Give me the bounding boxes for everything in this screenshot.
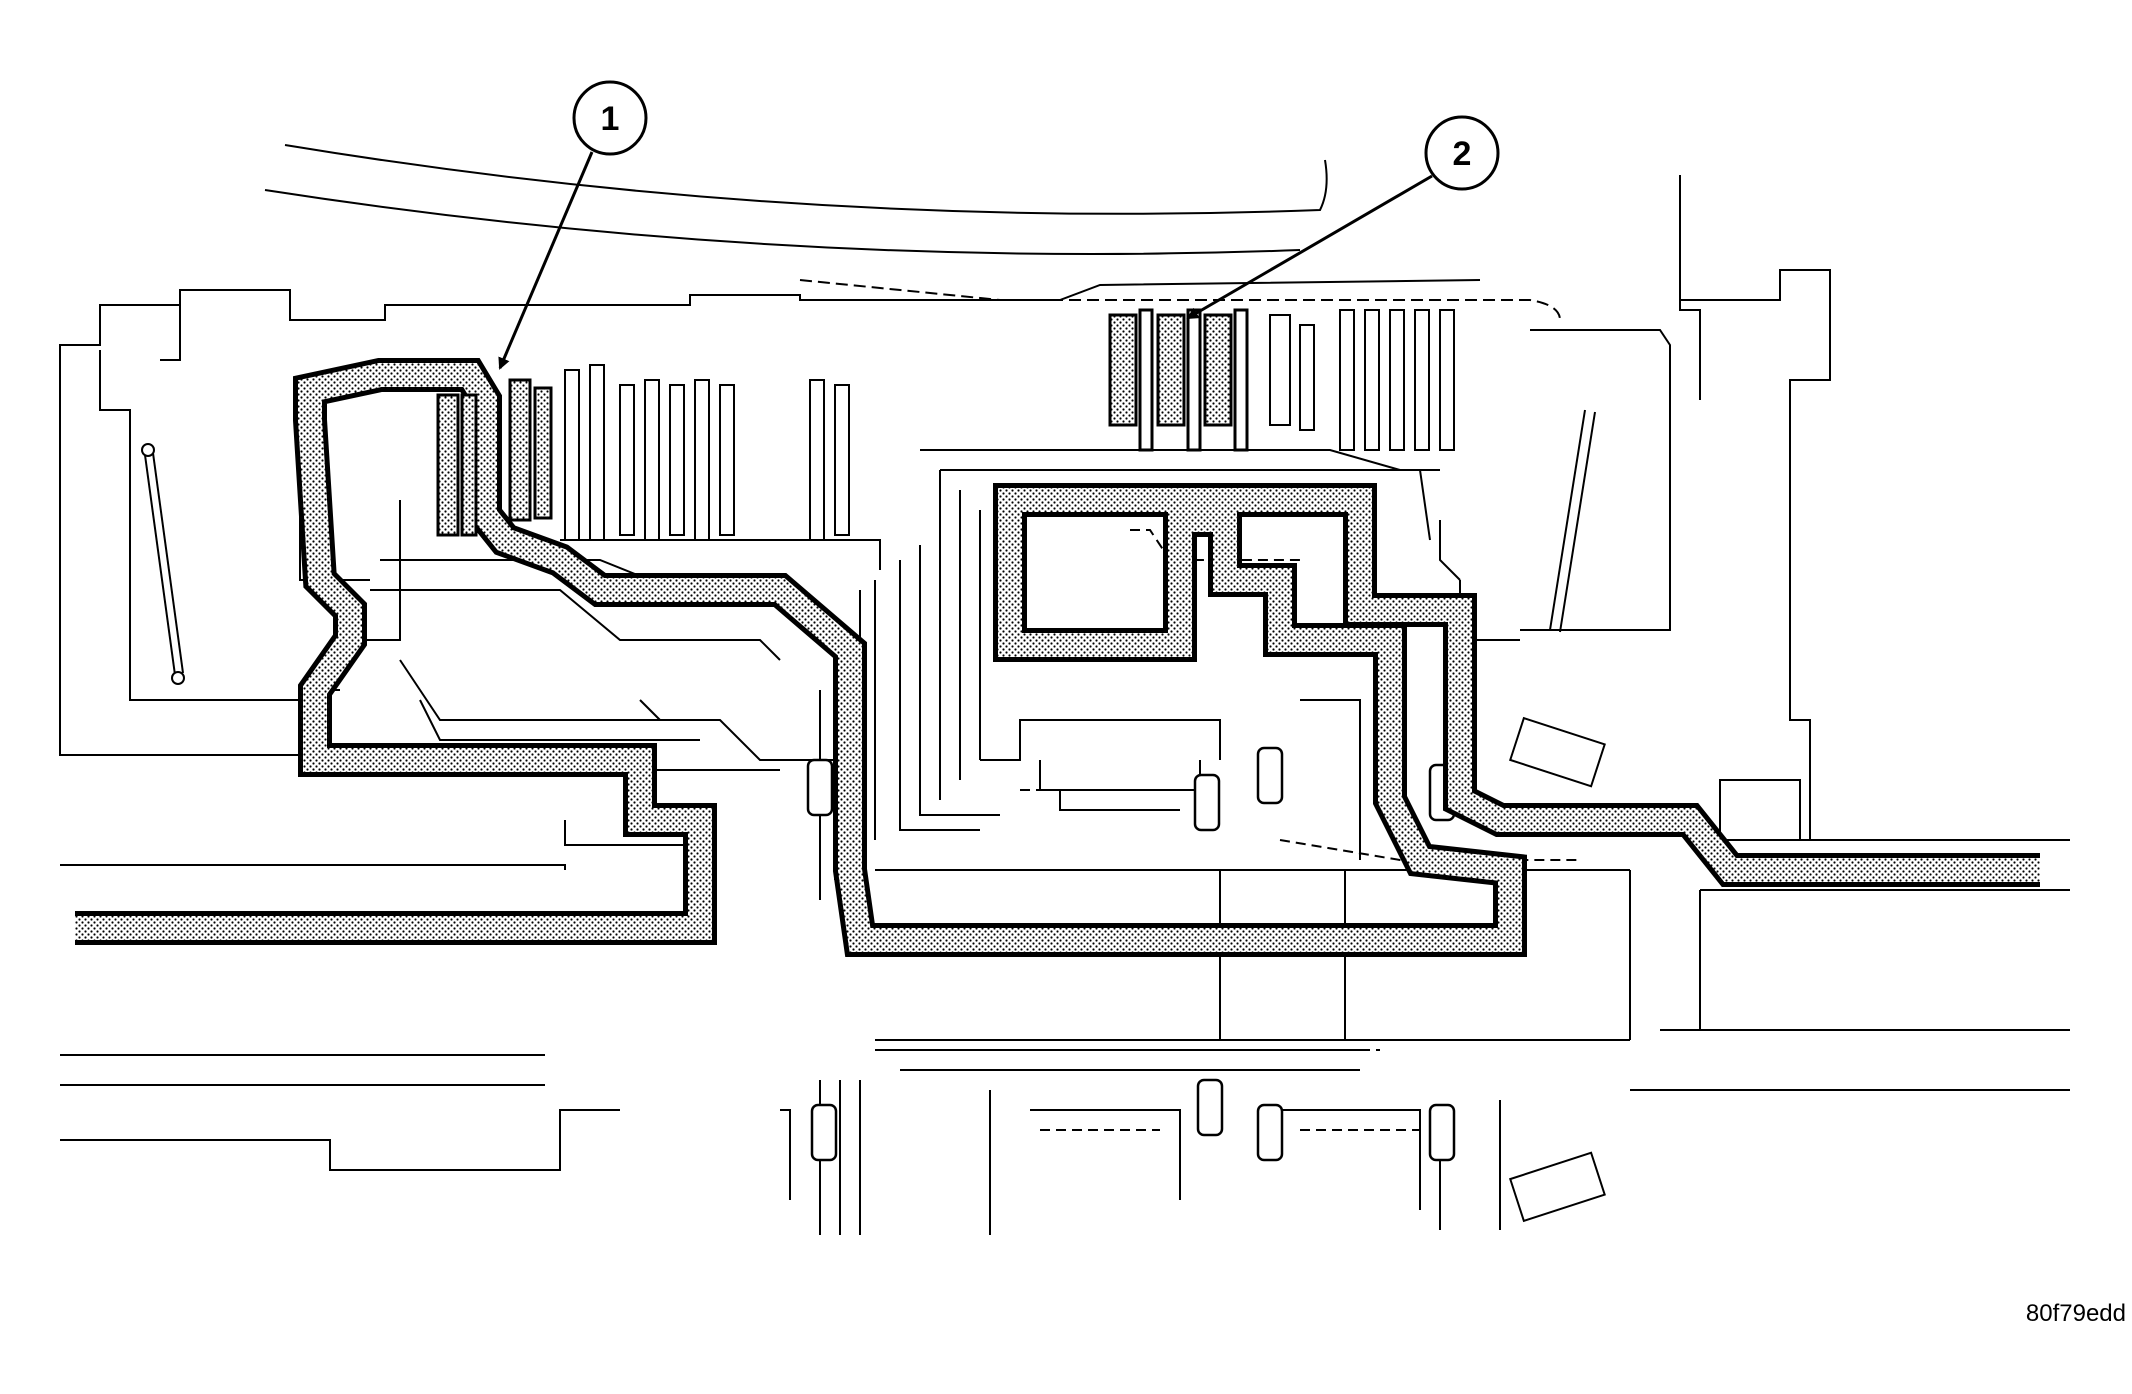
callout-1-circle bbox=[572, 80, 648, 156]
clutch-pack-2-applied bbox=[1108, 308, 1249, 452]
clutch-pack-1-applied bbox=[436, 378, 553, 537]
callout-1: 1 bbox=[498, 80, 648, 370]
clutch-pack-left-plates bbox=[564, 364, 850, 541]
housing-outline bbox=[59, 144, 2070, 1235]
callout-1-number: 1 bbox=[601, 100, 620, 138]
needle-bearing-lower bbox=[1508, 1151, 1606, 1223]
fluid-passage-1 bbox=[75, 358, 2040, 957]
clutch-pack-right-plates bbox=[1269, 309, 1455, 451]
needle-bearing-upper bbox=[1508, 716, 1606, 788]
right-spring-link bbox=[1549, 409, 1596, 633]
return-spring-link bbox=[141, 443, 185, 685]
callout-2-circle bbox=[1424, 115, 1500, 191]
callout-2: 2 bbox=[1186, 115, 1500, 320]
callout-2-number: 2 bbox=[1453, 135, 1472, 173]
figure-id-label: 80f79edd bbox=[2025, 1300, 2126, 1327]
